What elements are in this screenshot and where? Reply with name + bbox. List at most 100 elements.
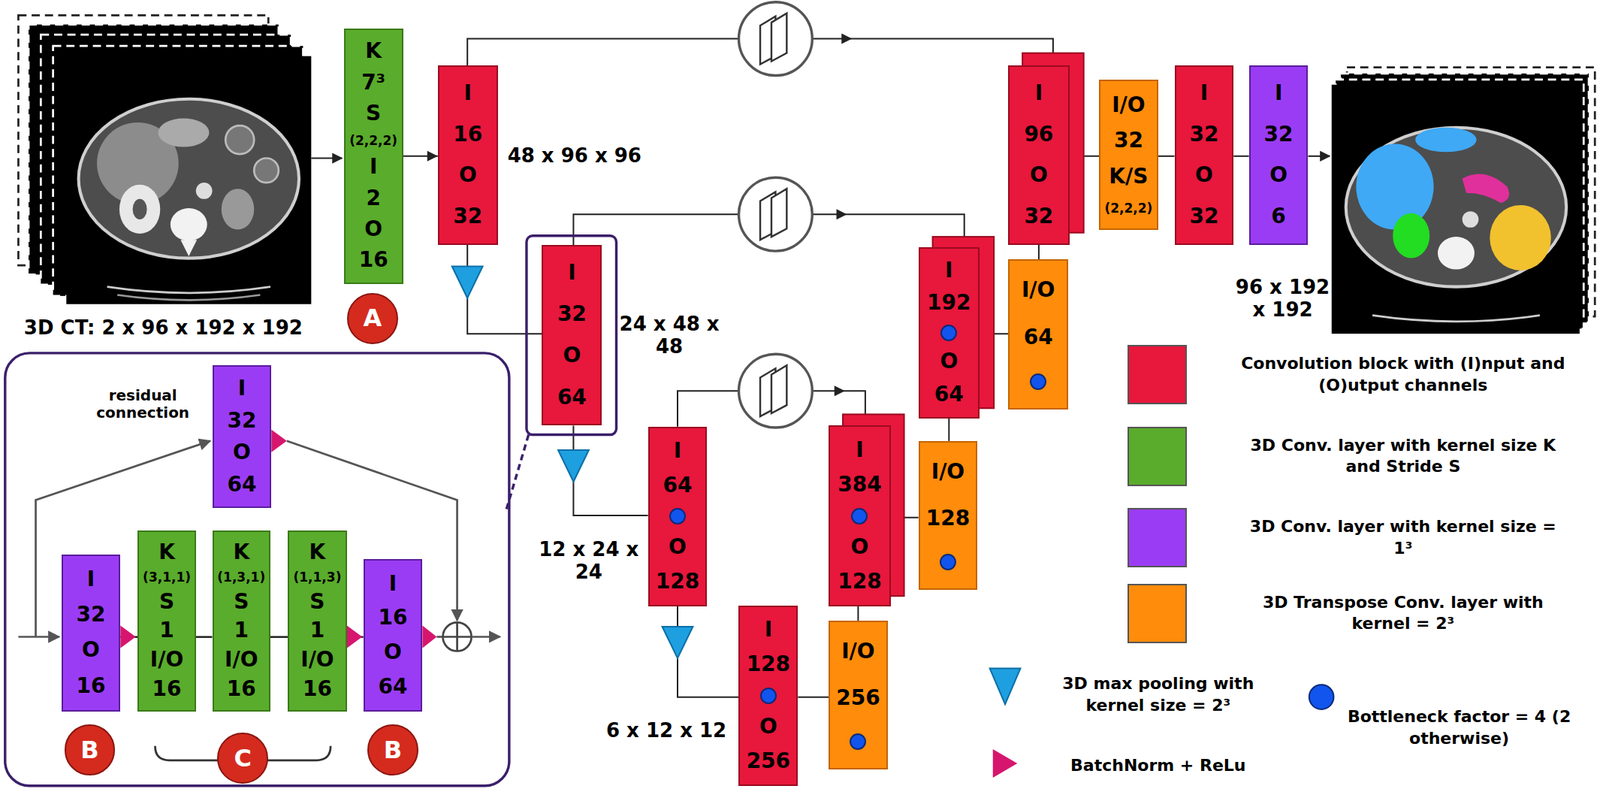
connector [467, 244, 542, 334]
block-label: K [232, 540, 250, 565]
block-label: I [1035, 81, 1043, 106]
connector [857, 606, 859, 621]
connector [797, 696, 829, 698]
block-label: 16 [226, 677, 257, 701]
block-label: O [939, 350, 958, 374]
block-label: 256 [746, 749, 791, 773]
block-label: 1 [159, 618, 174, 643]
legend-swatch [1127, 344, 1187, 405]
spine-process [180, 239, 197, 257]
block-label: K/S [1108, 165, 1148, 189]
bn-relu-mark [347, 625, 363, 649]
callout-letter: B [367, 724, 419, 776]
bn-relu-mark [422, 625, 437, 649]
connector [1038, 244, 1040, 260]
arrowhead [841, 33, 852, 45]
legend-bottleneck-sample [1309, 684, 1335, 710]
callout-letter-text: B [383, 736, 402, 764]
block-label: I/O [931, 460, 965, 484]
block-label: S [309, 590, 325, 614]
block-label: 32 [226, 409, 257, 433]
spleen-mask [1489, 205, 1552, 271]
pointwise-conv: I32O64 [212, 365, 272, 508]
block-label: 1 [310, 618, 325, 643]
block-label: O [851, 535, 870, 559]
block-label: 1 [234, 618, 249, 643]
legend-text: Bottleneck factor = 4 (2 otherwise) [1346, 706, 1573, 749]
block-label: S [233, 590, 249, 614]
legend-bn-sample [993, 748, 1018, 778]
block-label: I/O [150, 648, 184, 672]
concat-circle [738, 177, 813, 251]
block-label: 64 [378, 675, 408, 699]
vertebra [1437, 236, 1475, 269]
block-label: (1,3,1) [217, 570, 266, 585]
concat-sheet [771, 188, 787, 237]
block-label: 32 [1189, 205, 1219, 229]
block-label: O [1195, 163, 1214, 188]
callout-letter-text: B [80, 736, 99, 764]
callout-letter: B [64, 724, 116, 776]
block-label: 64 [663, 473, 693, 498]
block-label: 32 [1113, 129, 1144, 153]
block-label: 192 [926, 291, 971, 315]
legend-text: Convolution block with (I)nput and (O)ut… [1237, 353, 1569, 396]
block-label: S [365, 102, 381, 126]
concat-symbol [738, 2, 813, 76]
pancreas-mask [1462, 174, 1510, 204]
legend-text: BatchNorm + ReLu [1034, 754, 1283, 777]
output-seg-stack [1331, 67, 1595, 334]
ct-anatomy [78, 99, 299, 301]
block-label: (2,2,2) [349, 133, 398, 148]
legend-text: 3D Conv. layer with kernel size K and St… [1237, 434, 1569, 478]
block-label: 7³ [361, 71, 386, 95]
pointwise-conv: I16O64 [363, 558, 423, 711]
block-label: 128 [746, 652, 791, 677]
maxpool-triangle [558, 449, 589, 482]
block-label: O [383, 640, 402, 665]
block-label: O [232, 440, 251, 465]
concat-sheet [771, 13, 787, 62]
concat-sheet [771, 365, 787, 414]
block-label: I [87, 567, 95, 592]
block-label: (2,2,2) [1104, 201, 1153, 216]
aorta [196, 182, 213, 200]
block-label: 16 [378, 606, 408, 630]
block-label: I [673, 439, 682, 463]
block-label: O [668, 535, 687, 559]
aorta [1462, 211, 1480, 228]
legend-text: 3D max pooling with kernel size = 2³ [1034, 673, 1283, 716]
block-label: O [1029, 163, 1048, 188]
bottleneck-dot [1029, 373, 1047, 390]
annotation: residual connection [90, 386, 196, 422]
sum-circle [443, 621, 472, 651]
bottleneck-dot [849, 733, 867, 750]
conv-block: I64O128 [648, 426, 708, 607]
legend-maxpool-sample [990, 668, 1021, 705]
pointwise-conv: I32O6 [1249, 65, 1309, 245]
concat-symbol [738, 353, 813, 428]
transpose-conv: I/O32K/S(2,2,2) [1098, 79, 1159, 230]
conv-block: I128O256 [738, 605, 798, 786]
seg-slice [1331, 84, 1580, 334]
legend-swatch [1127, 426, 1187, 487]
kidney-pelvis [132, 199, 148, 220]
kidney [221, 188, 254, 230]
conv-block: I32O64 [541, 244, 602, 426]
block-label: K [365, 39, 382, 64]
block-label: 2 [365, 187, 381, 211]
block-label: O [364, 217, 383, 242]
block-label: (3,1,1) [142, 570, 191, 585]
block-label: 32 [452, 205, 483, 229]
dimension-label: 6 x 12 x 12 [606, 719, 727, 743]
block-label: 32 [557, 302, 587, 327]
block-label: I [764, 618, 773, 642]
connector [196, 635, 213, 638]
ct-table [117, 295, 260, 301]
body-outline [1346, 127, 1567, 287]
concat-circle [738, 353, 813, 428]
transpose-conv: I/O256 [828, 620, 888, 770]
transpose-conv: I/O64 [1008, 259, 1069, 410]
callout-letter-text: C [234, 745, 252, 772]
block-label: 64 [557, 386, 587, 410]
